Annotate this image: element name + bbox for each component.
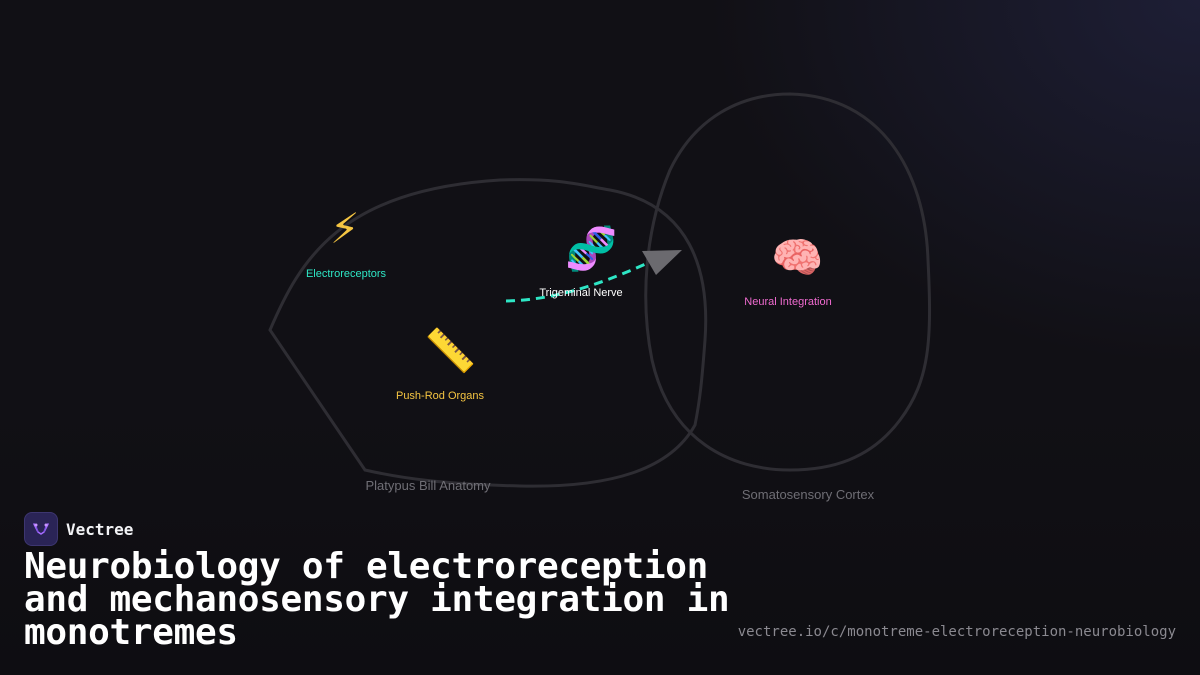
brand: Vectree [24, 512, 133, 546]
node-label-neural: Neural Integration [744, 296, 832, 308]
source-url[interactable]: vectree.io/c/monotreme-electroreception-… [737, 624, 1176, 640]
ruler-icon: 📏 [424, 326, 477, 375]
node-label-push-rod: Push-Rod Organs [395, 390, 485, 402]
region-label-bill: Platypus Bill Anatomy [365, 478, 491, 493]
edge-trigeminal-to-neural [505, 260, 651, 303]
node-label-trigeminal: Trigeminal Nerve [539, 287, 623, 299]
brain-icon: 🧠 [771, 233, 824, 282]
region-label-cortex: Somatosensory Cortex [741, 487, 875, 502]
region-outline-cortex [644, 92, 932, 472]
brand-name: Vectree [66, 519, 134, 539]
edge-arrowhead [642, 250, 682, 275]
node-label-electroreceptors: Electroreceptors [305, 268, 387, 280]
dna-icon: 🧬 [565, 224, 618, 273]
page-title: Neurobiology of electroreception and mec… [24, 546, 730, 653]
vectree-logo-icon [24, 512, 58, 546]
region-outline-bill [268, 178, 708, 488]
lightning-icon: ⚡ [330, 204, 360, 253]
